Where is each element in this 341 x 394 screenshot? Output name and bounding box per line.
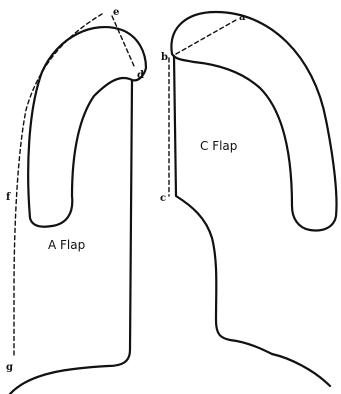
c-flap-label: C Flap [200, 139, 237, 153]
a-flap-pedicle [10, 80, 132, 394]
point-label-g: g [6, 362, 13, 373]
a-flap-label: A Flap [48, 238, 85, 252]
point-label-e: e [113, 7, 119, 18]
point-label-f: f [6, 192, 11, 203]
a-flap-outline [28, 27, 146, 227]
incision-line-e-d [112, 16, 134, 66]
point-label-d: d [137, 70, 144, 81]
c-flap-base [174, 56, 330, 386]
point-label-c: c [160, 193, 166, 204]
incision-line-b-a [176, 20, 236, 54]
c-flap-outline [171, 12, 336, 230]
point-label-a: a [239, 12, 246, 23]
point-label-b: b [161, 52, 168, 63]
